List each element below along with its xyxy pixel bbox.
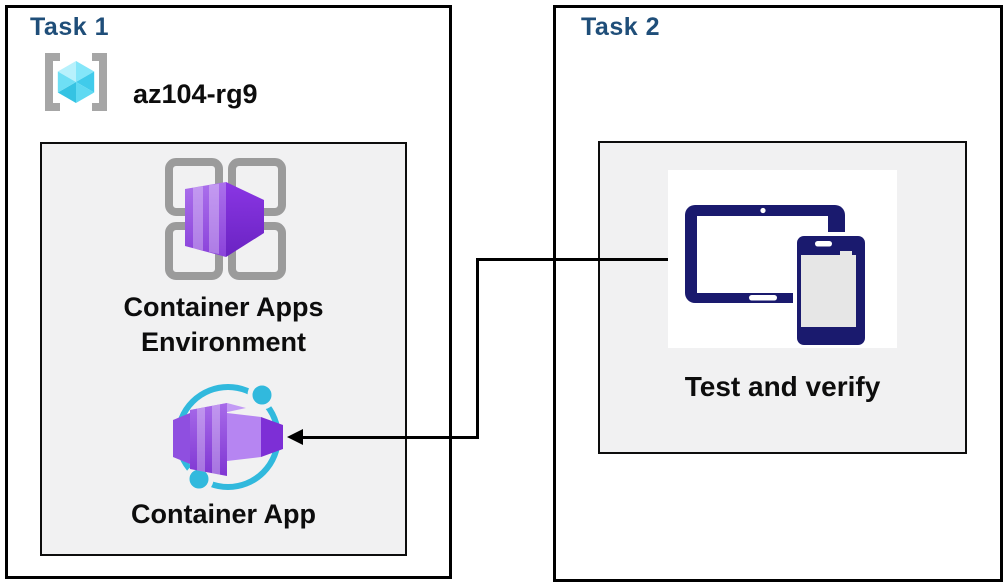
task2-title: Task 2 (581, 13, 660, 41)
container-apps-environment-icon (165, 158, 286, 280)
tablet-and-phone-icon (685, 205, 869, 348)
environment-label-line2: Environment (140, 327, 307, 357)
tablet-home-button (749, 295, 777, 301)
connector-line-vertical (476, 258, 479, 439)
connector-line-bottom (301, 436, 479, 439)
cube-glyph (57, 61, 95, 103)
environment-label-line1: Container Apps (123, 292, 324, 322)
container-app-label: Container App (131, 499, 316, 529)
connector-line-top (476, 258, 668, 261)
phone-screen-notch (840, 251, 852, 255)
phone-screen (801, 255, 856, 327)
test-and-verify-label: Test and verify (684, 371, 881, 402)
tablet-camera-dot (760, 207, 766, 214)
resource-group-icon (45, 53, 107, 111)
resource-group-name: az104-rg9 (133, 79, 258, 109)
phone-speaker (815, 241, 832, 247)
container-app-icon (173, 380, 283, 494)
connector-arrowhead (287, 429, 303, 445)
task1-title: Task 1 (30, 13, 109, 41)
environment-label: Container Apps Environment (40, 290, 407, 360)
device-icon-card (668, 170, 897, 348)
